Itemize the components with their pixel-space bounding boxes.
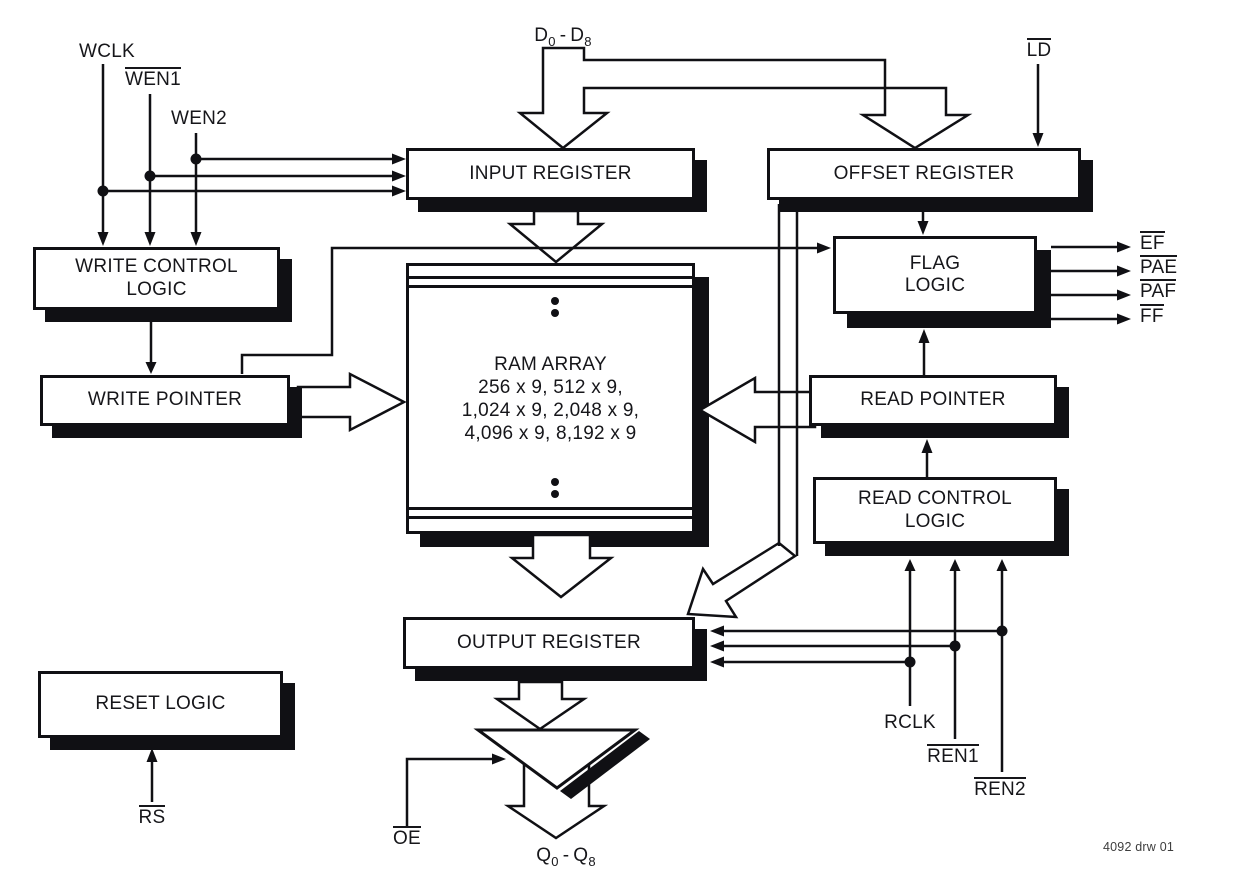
flag-logic-label-line1: FLAG [909, 252, 961, 274]
signal-rs-label: RS [138, 805, 166, 828]
ram-bottom-line-2 [409, 516, 692, 519]
ram-array-box: RAM ARRAY 256 x 9, 512 x 9, 1,024 x 9, 2… [406, 263, 695, 534]
read-pointer-box: READ POINTER [809, 375, 1057, 426]
write-control-logic-box: WRITE CONTROL LOGIC [33, 247, 280, 310]
offset-flag-arrowhead [917, 221, 929, 235]
signal-ren1-label: REN1 [927, 744, 979, 767]
signal-wen2-label: WEN2 [171, 108, 227, 129]
signal-ld-label: LD [1026, 38, 1052, 61]
flag-logic-box: FLAG LOGIC [833, 236, 1037, 314]
flag-logic-label-line2: LOGIC [904, 275, 966, 296]
ram-ellipsis-dot [551, 478, 559, 486]
ld-arrowhead [1032, 133, 1044, 147]
output-arrowhead-1 [710, 625, 724, 637]
ram-top-line-2 [409, 285, 692, 288]
write-flag-arrowhead [817, 242, 831, 254]
junction-dots [97, 153, 1008, 668]
buffer-shadow [560, 731, 650, 799]
ren2-junction-dot [996, 625, 1008, 637]
read-pointer-label: READ POINTER [860, 389, 1006, 411]
signal-pae-label: PAE [1140, 255, 1178, 278]
wen2-input-arrowhead [392, 153, 406, 165]
write-pointer-box: WRITE POINTER [40, 375, 290, 426]
ram-ellipsis-dot [551, 490, 559, 498]
input-register-label: INPUT REGISTER [469, 162, 632, 184]
ren1-rcl-arrowhead [949, 559, 961, 571]
read-pointer-to-ram-arrow [697, 375, 817, 445]
read-control-logic-box: READ CONTROL LOGIC [813, 477, 1057, 544]
ram-array-title: RAM ARRAY [494, 353, 607, 375]
wcl-wp-arrowhead [145, 362, 157, 374]
ren2-rcl-arrowhead [996, 559, 1008, 571]
output-register-label: OUTPUT REGISTER [457, 631, 641, 653]
signal-d-bus-label: D0-D8 [534, 25, 592, 49]
write-control-logic-label-line2: LOGIC [126, 278, 187, 300]
offset-register-box: OFFSET REGISTER [767, 148, 1081, 200]
signal-ef-label: EF [1140, 231, 1165, 254]
output-arrowhead-3 [710, 656, 724, 668]
output-register-box: OUTPUT REGISTER [403, 617, 695, 669]
ram-array-size-line: 1,024 x 9, 2,048 x 9, [461, 399, 640, 421]
ram-ellipsis-dot [551, 309, 559, 317]
ram-to-output-arrow [508, 533, 615, 599]
wen2-junction-dot [190, 153, 202, 165]
ram-array-size-line: 256 x 9, 512 x 9, [478, 376, 623, 398]
rcl-rp-arrowhead [921, 439, 933, 453]
output-to-buffer-arrow [493, 680, 589, 731]
rclk-rcl-arrowhead [904, 559, 916, 571]
signal-ren2-label: REN2 [974, 777, 1026, 800]
write-pointer-label: WRITE POINTER [87, 389, 243, 411]
ff-arrowhead [1117, 313, 1131, 325]
input-register-box: INPUT REGISTER [406, 148, 695, 200]
output-buffer [473, 728, 650, 799]
signal-rclk-label: RCLK [884, 712, 936, 733]
ram-top-line-1 [409, 276, 692, 279]
pae-arrowhead [1117, 265, 1131, 277]
wclk-junction-dot [97, 185, 109, 197]
bus-arrows [296, 46, 973, 840]
offset-to-output-arrow [686, 541, 798, 619]
offset-register-label: OFFSET REGISTER [833, 162, 1015, 184]
write-control-logic-label-line1: WRITE CONTROL [75, 256, 238, 278]
wen1-junction-dot [144, 170, 156, 182]
rclk-junction-dot [904, 656, 916, 668]
wclk-arrowhead [97, 232, 109, 246]
rp-flag-arrowhead [918, 329, 930, 343]
output-arrowhead-2 [710, 640, 724, 652]
signal-wires [101, 64, 1117, 827]
wen2-arrowhead [190, 232, 202, 246]
wclk-input-arrowhead [392, 185, 406, 197]
ram-bottom-line-1 [409, 507, 692, 510]
ram-array-size-line: 4,096 x 9, 8,192 x 9 [464, 422, 637, 444]
input-to-ram-arrow [506, 209, 606, 264]
d-bus-arrow [516, 46, 973, 150]
drawing-number: 4092 drw 01 [1103, 840, 1174, 854]
wen1-arrowhead [144, 232, 156, 246]
ef-arrowhead [1117, 241, 1131, 253]
write-to-flag-wire [240, 246, 818, 374]
signal-ff-label: FF [1140, 304, 1164, 327]
read-control-logic-label-line2: LOGIC [904, 510, 966, 532]
signal-oe-label: OE [393, 826, 421, 849]
reset-logic-box: RESET LOGIC [38, 671, 283, 738]
read-control-logic-label-line1: READ CONTROL [858, 488, 1012, 510]
wen1-input-arrowhead [392, 170, 406, 182]
signal-paf-label: PAF [1140, 279, 1177, 302]
write-pointer-to-ram-arrow [296, 371, 407, 433]
oe-arrowhead [492, 753, 506, 765]
buffer-triangle-icon [473, 728, 640, 790]
signal-q-bus-label: Q0-Q8 [536, 845, 596, 869]
rs-arrowhead [146, 748, 158, 762]
signal-wclk-label: WCLK [79, 41, 135, 62]
ram-ellipsis-dot [551, 297, 559, 305]
arrowheads [97, 133, 1131, 765]
reset-logic-label: RESET LOGIC [95, 693, 226, 715]
oe-wire [405, 757, 492, 827]
paf-arrowhead [1117, 289, 1131, 301]
signal-wen1-label: WEN1 [125, 67, 181, 90]
ren1-junction-dot [949, 640, 961, 652]
